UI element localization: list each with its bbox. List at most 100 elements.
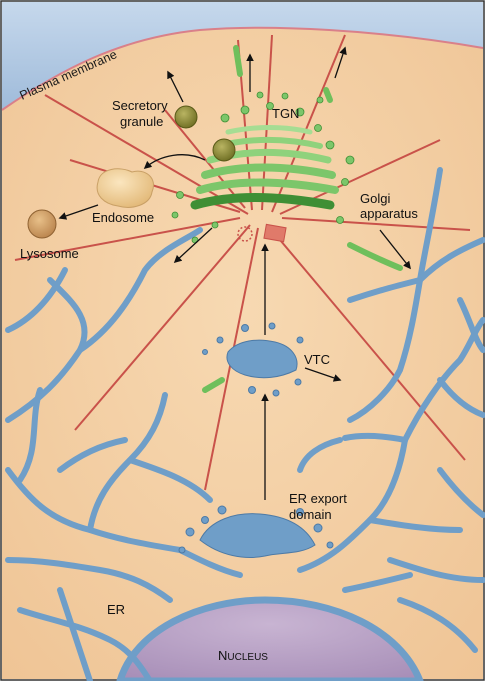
golgi-cisterna [225,125,313,135]
label-nucleus: NUCLEUS [218,648,268,663]
vesicle [220,113,230,123]
microtubule [44,94,249,215]
label-endosome: Endosome [92,210,154,225]
er-tubule [77,227,203,353]
arrow-tgn-to-membrane-right [334,46,347,79]
transport-carriers [202,45,403,393]
secretory-granule-2 [212,138,236,162]
vtc-body [226,339,298,379]
er-tubule [57,587,93,681]
er-tubule [457,297,485,353]
er-tubule [177,547,243,578]
vesicle [326,541,334,549]
carrier [323,87,333,103]
vesicle [171,211,179,219]
vesicle [256,91,264,99]
er-tubule [437,377,485,418]
vesicle [325,140,335,150]
vesicle [296,508,304,516]
lysosome [27,209,57,239]
label-nucleus-initial: N [218,648,227,663]
centriole [263,223,287,243]
er-network [5,167,485,681]
er-tubule [342,432,408,443]
vesicle [268,322,276,330]
er-tubule [347,277,423,423]
vtc-cluster [202,322,304,397]
vesicle [281,92,289,100]
vesicle [211,221,219,229]
plasma-membrane-edge [1,26,484,111]
vesicle [314,124,322,132]
vesicle [336,216,344,224]
er-tubule [417,167,443,283]
nucleus [116,596,424,681]
er-export-domain [178,505,334,558]
secretory-granule [174,105,198,129]
microtubule [74,224,251,431]
vesicle [313,523,323,533]
carrier [233,45,243,77]
arrow-vtc-to-er [304,367,342,382]
vesicle [176,191,184,199]
er-tubule [387,557,485,583]
microtubule [281,217,471,231]
er-tubule [5,267,68,333]
centrosome [237,223,287,243]
microtubule [14,217,241,261]
plasma-membrane [2,2,483,110]
er-tubule [397,597,478,653]
er-tubule [367,517,463,533]
golgi-vesicles [171,91,355,244]
centriole-ring [237,226,253,242]
golgi-cisterna [201,163,336,179]
arrow-endosome-to-lysosome [58,204,99,220]
er-tubule [17,607,153,681]
label-golgi-2: apparatus [360,206,418,221]
er-tubule [417,237,485,283]
golgi-cisterna [196,178,339,194]
er-tubule [342,572,413,593]
vesicle [217,505,227,515]
label-er: ER [107,602,125,617]
vesicle [341,178,349,186]
label-er-export-1: ER export [289,491,347,506]
er-export-cluster [199,513,316,558]
label-er-export-2: domain [289,507,332,522]
arrow-granule-to-membrane [167,70,184,103]
label-secretory-1: Secretory [112,98,168,113]
endosome [96,168,154,208]
er-tubule [5,557,173,603]
label-secretory-2: granule [120,114,163,129]
label-nucleus-rest: UCLEUS [227,652,268,663]
microtubule [269,227,466,461]
vesicle [345,155,355,165]
vesicle [294,378,302,386]
vesicle [178,546,186,554]
vesicle [216,336,224,344]
er-tubule [297,437,343,473]
er-tubule [437,467,485,518]
er-tubule [347,277,423,303]
vesicle [316,96,324,104]
vesicle [266,102,274,110]
arrow-golgi-to-endosome [143,154,206,170]
golgi-cisterna [190,193,335,210]
label-lysosome: Lysosome [20,246,79,261]
carrier [202,377,225,393]
carrier [347,242,403,271]
er-tubule [17,387,43,483]
er-tubule [127,457,213,503]
er-tubule [57,437,128,473]
label-vtc: VTC [304,352,330,367]
arrow-golgi-to-er [173,227,213,264]
vesicle [296,336,304,344]
vesicle [201,516,209,524]
vesicle [241,324,249,332]
microtubule [164,109,246,209]
vesicle [295,107,305,117]
label-golgi-1: Golgi [360,191,390,206]
vesicle [248,386,256,394]
